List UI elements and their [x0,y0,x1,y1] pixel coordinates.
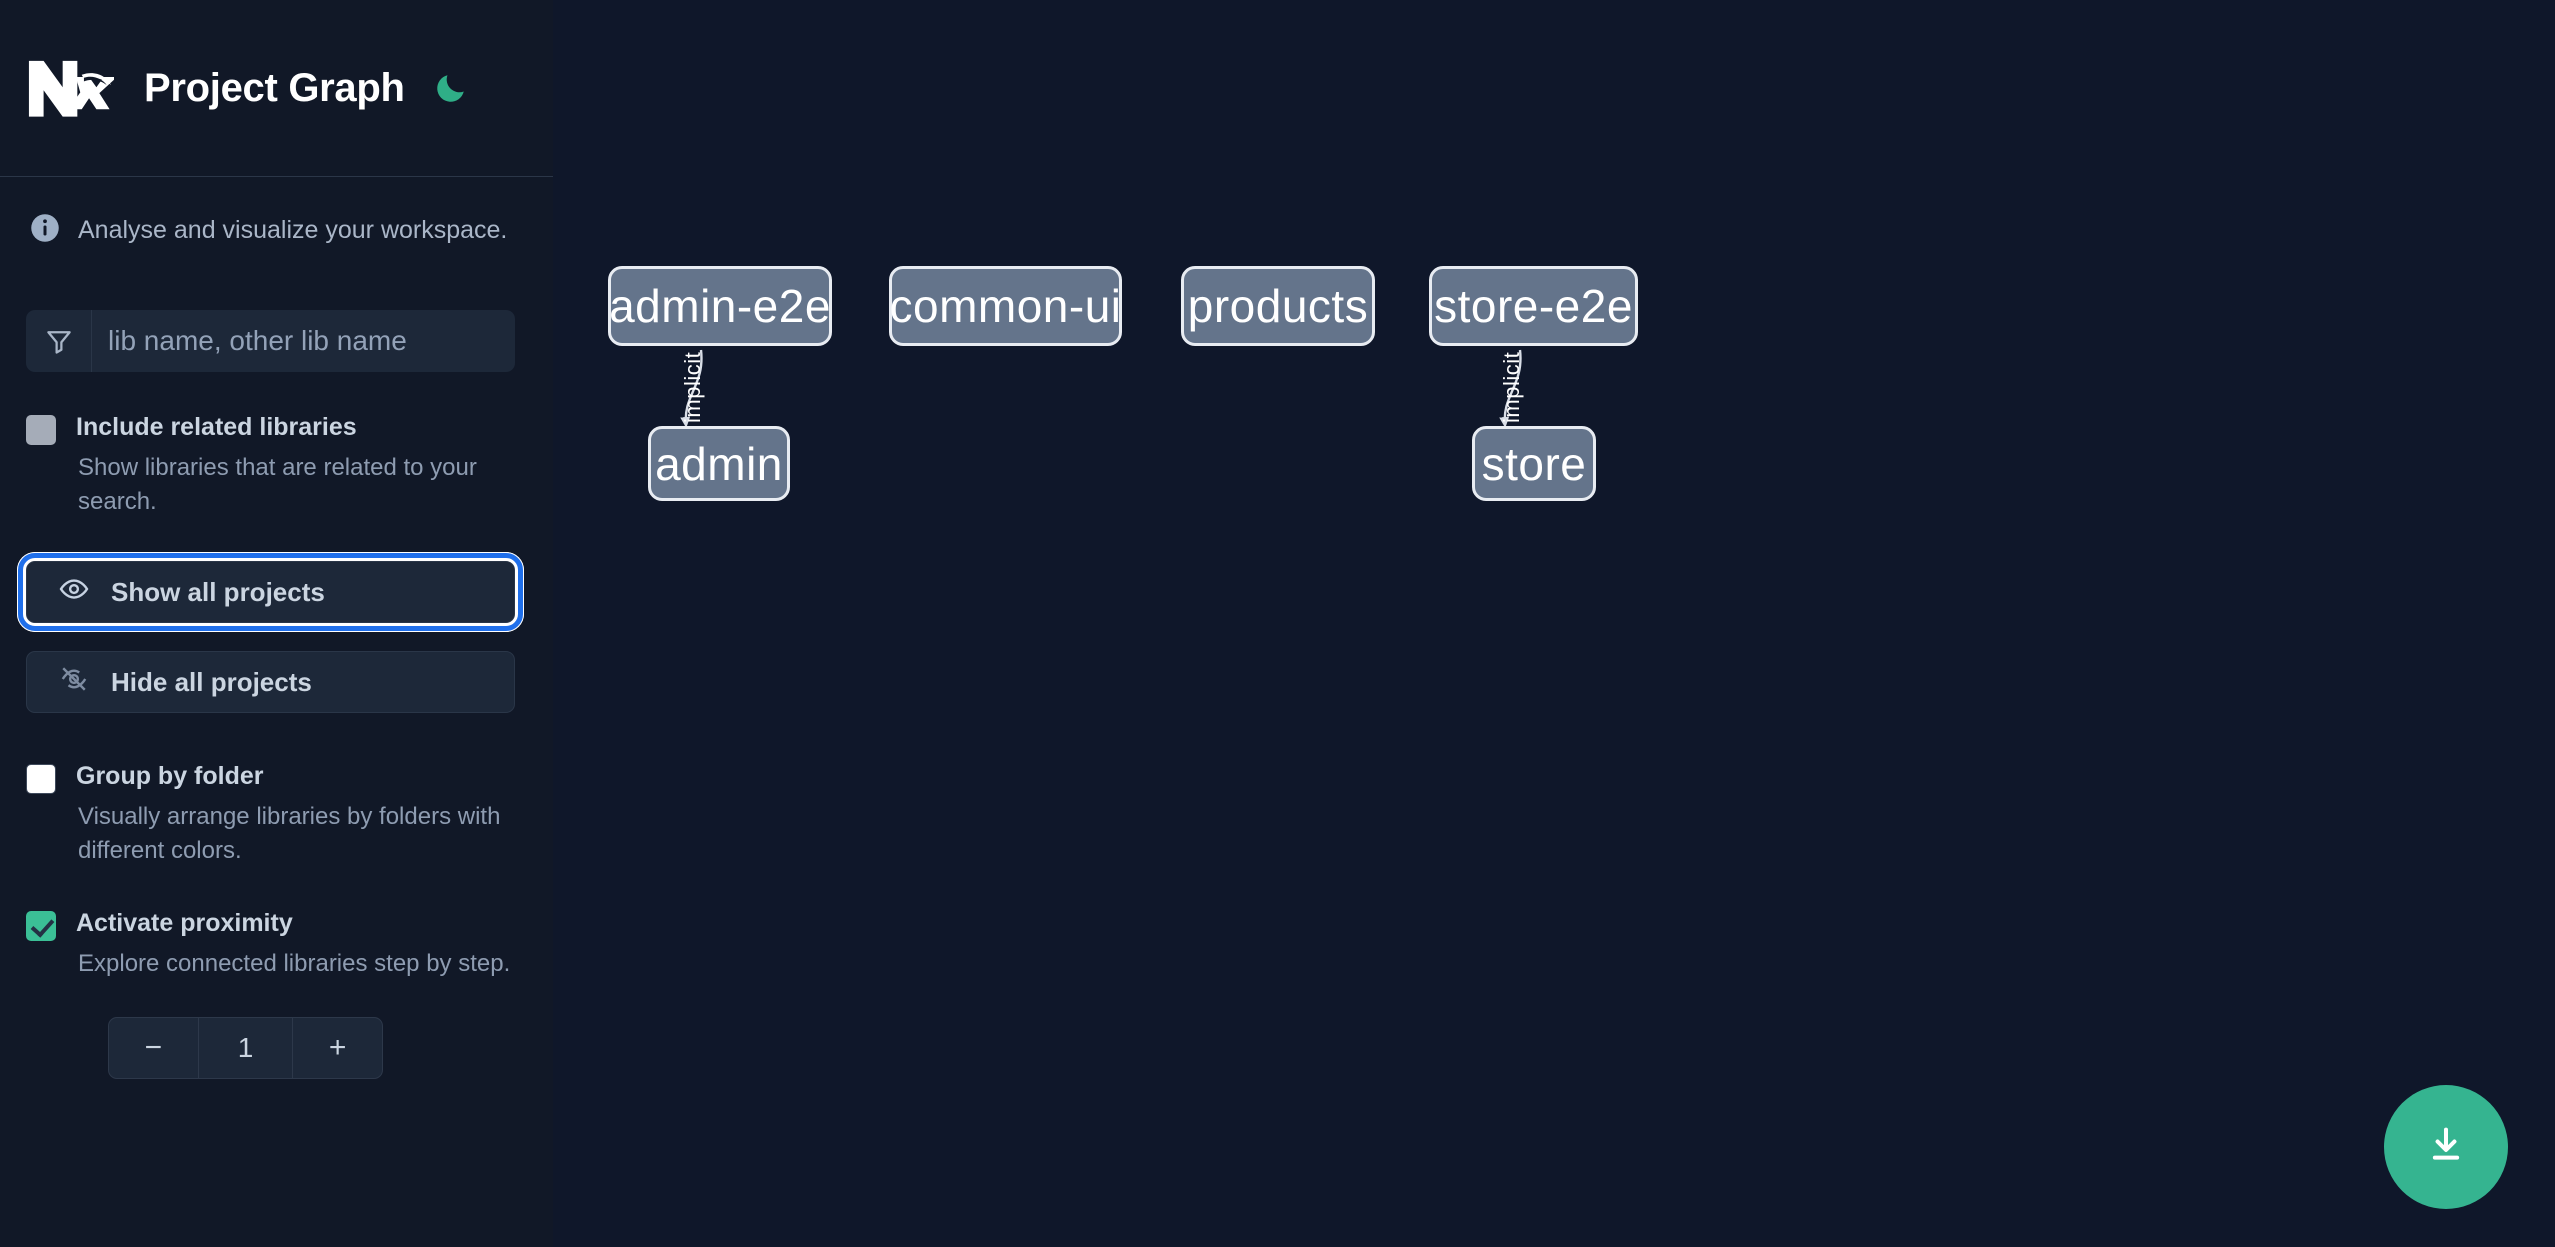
include-related-checkbox[interactable] [26,415,56,445]
proximity-decrement-button[interactable]: − [144,1031,163,1065]
activate-proximity-checkbox[interactable] [26,911,56,942]
eye-icon [59,574,89,611]
graph-node-admin-e2e[interactable]: admin-e2e [608,266,832,346]
hide-all-projects-label: Hide all projects [111,666,312,697]
show-all-projects-label: Show all projects [111,576,325,607]
activate-proximity-description: Explore connected libraries step by step… [78,950,511,978]
page-title: Project Graph [144,65,405,110]
moon-icon[interactable] [431,68,471,108]
option-include-related[interactable]: Include related libraries Show libraries… [0,412,553,519]
show-all-projects-button[interactable]: Show all projects [18,553,523,632]
info-icon [30,213,60,248]
graph-node-common-ui[interactable]: common-ui [889,266,1122,346]
option-group-by-folder[interactable]: Group by folder Visually arrange librari… [0,761,553,868]
graph-node-store-e2e[interactable]: store-e2e [1429,266,1638,346]
filter-funnel-icon [26,310,92,372]
proximity-stepper: − 1 + [108,1017,383,1080]
include-related-description: Show libraries that are related to your … [78,454,477,516]
sidebar-header: Project Graph [0,0,553,176]
search-box[interactable] [26,310,515,372]
header-divider [0,176,553,177]
proximity-increment-button[interactable]: + [328,1031,347,1065]
activate-proximity-label: Activate proximity [76,909,293,938]
group-by-folder-description: Visually arrange libraries by folders wi… [78,803,501,865]
group-by-folder-label: Group by folder [76,762,264,791]
hide-all-projects-button[interactable]: Hide all projects [26,651,515,714]
download-graph-button[interactable] [2384,1085,2508,1209]
graph-canvas[interactable]: implicit implicit admin-e2e common-ui pr… [553,0,2555,1247]
option-activate-proximity[interactable]: Activate proximity Explore connected lib… [0,908,553,981]
include-related-label: Include related libraries [76,413,357,441]
download-icon [2423,1122,2469,1173]
graph-edges [680,349,1522,428]
edge-label-admin: implicit [680,351,705,423]
eye-slash-icon [59,664,89,701]
tagline-text: Analyse and visualize your workspace. [78,216,508,244]
nx-logo [26,55,117,121]
graph-node-store[interactable]: store [1472,426,1596,501]
graph-node-admin[interactable]: admin [648,426,790,501]
search-input[interactable] [92,310,515,372]
proximity-value: 1 [197,1018,294,1079]
group-by-folder-checkbox[interactable] [26,764,56,795]
graph-node-products[interactable]: products [1181,266,1375,346]
show-all-projects-focus-ring: Show all projects [18,553,523,632]
workspace-tagline: Analyse and visualize your workspace. [0,177,553,248]
edge-label-store: implicit [1499,351,1524,423]
sidebar: Project Graph Analyse and visualize your… [0,0,553,1247]
